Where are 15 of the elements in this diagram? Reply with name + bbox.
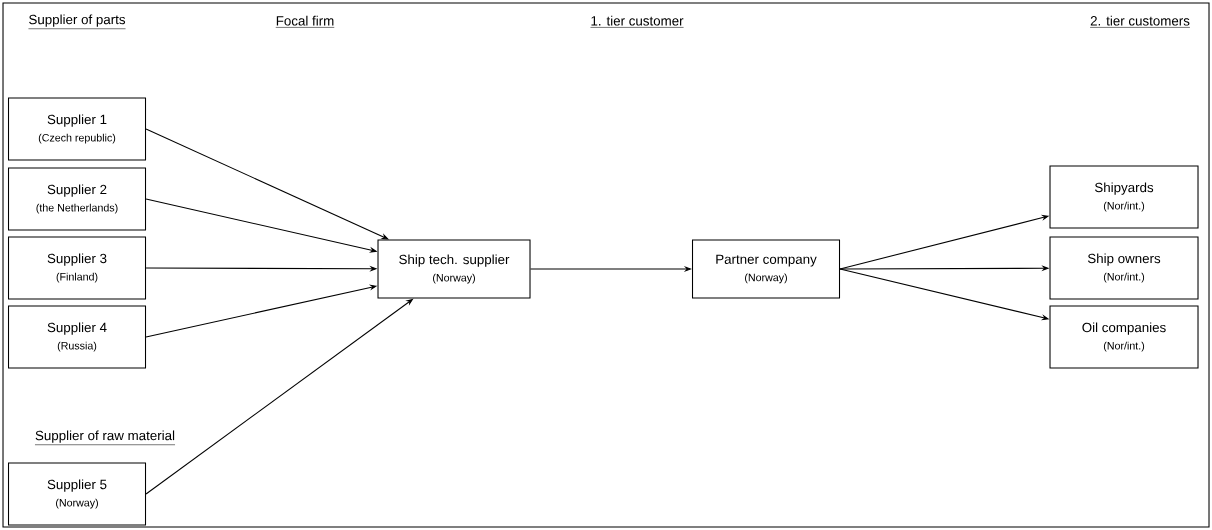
process-box: Supplier 2 (the Netherlands) — [7, 167, 147, 231]
process-box: Supplier 3 (Finland) — [7, 236, 147, 300]
process-box: Supplier 5 (Norway) — [7, 462, 147, 526]
column-heading: 2. tier customers — [1089, 15, 1191, 28]
process-box: Oil companies (Nor/int.) — [1049, 305, 1199, 369]
process-box: Ship tech. supplier (Norway) — [377, 239, 531, 299]
column-heading: Supplier of raw material — [34, 430, 176, 445]
column-heading: Focal firm — [275, 15, 335, 28]
process-box: Supplier 4 (Russia) — [7, 305, 147, 369]
column-heading: Supplier of parts — [28, 14, 126, 29]
process-box: Shipyards (Nor/int.) — [1049, 165, 1199, 229]
process-box: Partner company (Norway) — [691, 239, 841, 299]
process-box: Ship owners (Nor/int.) — [1049, 236, 1199, 300]
column-heading: 1. tier customer — [590, 15, 684, 28]
process-box: Supplier 1 (Czech republic) — [7, 97, 147, 161]
